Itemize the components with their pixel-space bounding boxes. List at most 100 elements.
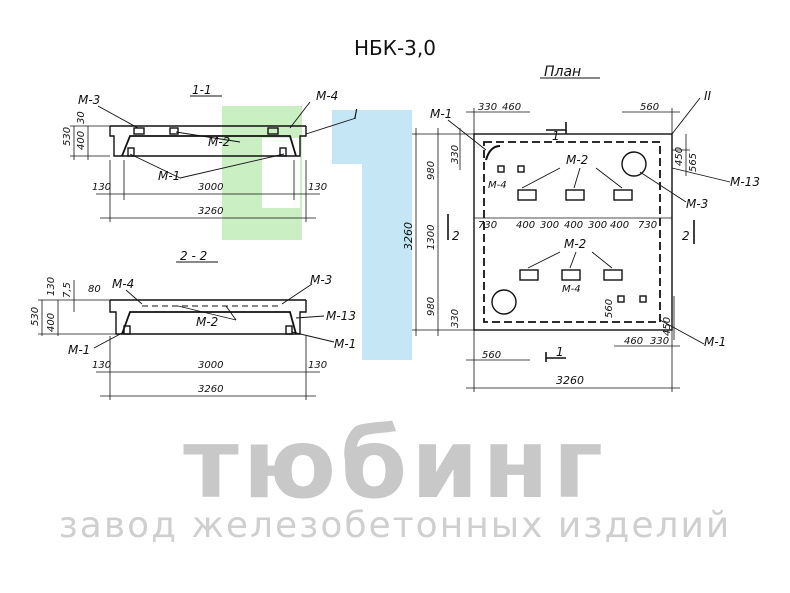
section-2-2-outline	[109, 300, 307, 335]
plan-dim-left-1300: 1300	[426, 225, 437, 250]
plan-dim-top-560: 560	[640, 102, 659, 113]
plan-row-400b: 400	[564, 220, 583, 231]
label-plan-m13: М-13	[730, 175, 760, 189]
label-plan-m4-left: М-4	[488, 180, 507, 191]
leader-2-2-m4	[125, 289, 143, 305]
label-1-1-m2: М-2	[208, 135, 230, 149]
plan-dim-top-330: 330	[478, 102, 497, 113]
section-1-1	[70, 95, 357, 222]
label-1-1-roman: I	[354, 107, 358, 121]
label-2-2-m1-right: М-1	[334, 337, 356, 351]
leader-2-2-m1l	[93, 331, 125, 349]
plan-loop-l2	[561, 269, 581, 281]
section-2-2-text: 2 - 2 М-4 М-3 М-2 М-13 М-1 М-1 530 400 1…	[30, 249, 356, 395]
leader-plan-m3	[639, 171, 687, 203]
dim-1-1-total: 3260	[198, 206, 223, 217]
leader-2-2-m13	[295, 315, 325, 319]
plan-title: План	[544, 64, 581, 80]
plan-dim-left-980b: 980	[426, 297, 437, 316]
plan-dim-bot-total: 3260	[556, 374, 584, 387]
plan-dim-left-980a: 980	[426, 161, 437, 180]
label-plan-m3: М-3	[686, 197, 708, 211]
logo-blue-block	[362, 110, 412, 360]
section-1-1-cavity	[121, 135, 297, 157]
leader-1-1-m3	[97, 105, 139, 129]
plan-m4-left2	[517, 165, 525, 173]
section-1-1-hook-right	[267, 127, 279, 135]
plan-row-730a: 730	[478, 220, 497, 231]
plan-hole-bottom	[491, 289, 517, 315]
leader-2-2-m1r	[291, 331, 335, 343]
label-cut2-right: 2	[682, 229, 690, 243]
dim-2-2-130: 130	[46, 277, 57, 296]
section-1-1-text: 1-1 М-3 М-4 М-2 М-1 I 530 400 30 130 300…	[62, 83, 358, 217]
plan-row-300b: 300	[588, 220, 607, 231]
plan-outline	[473, 133, 673, 331]
brand-tagline: завод железобетонных изделий	[58, 505, 732, 546]
section-2-2-title: 2 - 2	[180, 249, 207, 263]
section-1-1-title: 1-1	[192, 83, 212, 97]
leader-plan-m2-e	[569, 251, 577, 269]
section-1-1-ring-left	[127, 147, 135, 157]
label-2-2-m3: М-3	[310, 273, 332, 287]
plan-row-300a: 300	[540, 220, 559, 231]
section-2-2	[38, 261, 335, 400]
label-2-2-m4: М-4	[112, 277, 134, 291]
plan-dim-top-460: 460	[502, 102, 521, 113]
plan-dim-left-330b: 330	[450, 309, 461, 328]
leader-plan-m13	[671, 167, 731, 183]
logo-watermark	[222, 106, 412, 360]
leader-2-2-m2a	[177, 305, 237, 321]
label-cut1-top: 1	[552, 129, 560, 143]
label-plan-roman: II	[704, 89, 712, 103]
label-cut1-bottom: 1	[556, 345, 564, 359]
label-plan-m1-top: М-1	[430, 107, 452, 121]
label-2-2-m1-left: М-1	[68, 343, 90, 357]
plan-corner-hook	[485, 145, 501, 161]
section-2-2-ring-left	[123, 325, 131, 335]
plan-loop-u2	[565, 189, 585, 201]
dim-2-2-80: 80	[88, 284, 101, 295]
plan-loop-u3	[613, 189, 633, 201]
label-plan-m1-bottom: М-1	[704, 335, 726, 349]
leader-2-2-m3	[281, 283, 313, 305]
dim-2-2-400: 400	[46, 313, 57, 332]
label-plan-m4-right: М-4	[562, 284, 581, 295]
plan-dim-bot-460: 460	[624, 336, 643, 347]
plan-hole-top	[621, 151, 647, 177]
leader-plan-m2-c	[595, 167, 623, 189]
section-2-2-cavity	[121, 311, 297, 335]
leader-1-1-roman	[305, 117, 357, 135]
label-cut2-left: 2	[452, 229, 460, 243]
plan-m4-right2	[639, 295, 647, 303]
dim-1-1-inner: 3000	[198, 182, 223, 193]
leader-plan-m2-a	[521, 167, 561, 189]
plan-dim-bot-560: 560	[482, 350, 501, 361]
plan-dim-right-450: 450	[674, 147, 685, 166]
plan-dim-inner-450: 450	[662, 317, 673, 336]
leader-1-1-m1b	[179, 153, 285, 179]
dim-2-2-7-5: 7,5	[62, 282, 73, 298]
label-1-1-m4: М-4	[316, 89, 338, 103]
brand-name: тюбинг	[183, 408, 607, 520]
leader-plan-m2-d	[527, 251, 561, 269]
dim-1-1-530: 530	[62, 127, 73, 146]
drawing-title: НБК-3,0	[354, 36, 436, 60]
plan-dim-inner-560: 560	[604, 299, 615, 318]
section-1-1-ring-right	[279, 147, 287, 157]
plan-loop-u1	[517, 189, 537, 201]
label-plan-m2-mid: М-2	[564, 237, 586, 251]
dim-2-2-inner: 3000	[198, 360, 223, 371]
section-2-2-ring-right	[285, 325, 293, 335]
plan-view	[412, 77, 731, 392]
leader-plan-roman	[671, 97, 701, 135]
plan-m4-left	[497, 165, 505, 173]
leader-plan-m2-f	[591, 251, 613, 269]
plan-row-400a: 400	[516, 220, 535, 231]
dim-2-2-left: 130	[92, 360, 111, 371]
leader-plan-m1-top	[447, 119, 487, 151]
plan-dim-right-565: 565	[688, 153, 699, 172]
plan-text: План М-1 М-2 М-2 М-4 М-4 М-3 М-13 М-1 II…	[402, 64, 760, 387]
leader-plan-m1-bot	[659, 319, 705, 345]
